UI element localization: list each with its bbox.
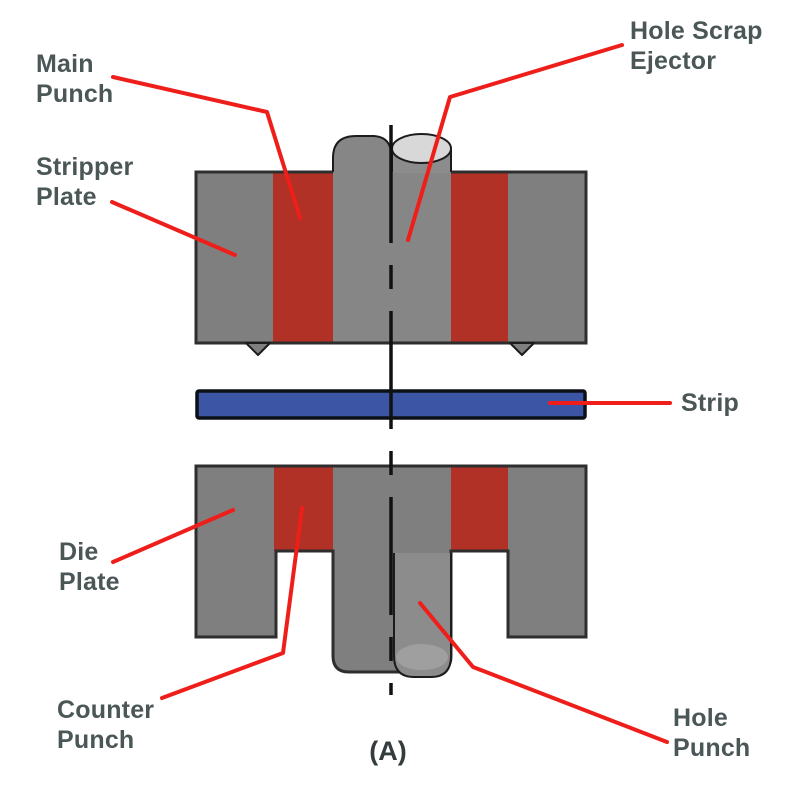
- main-punch-section-left: [273, 172, 333, 343]
- label-counter-punch: Counter Punch: [57, 696, 155, 754]
- leader-main-punch: [111, 75, 302, 220]
- stripper-notch-left: [245, 342, 271, 356]
- counter-punch-section-right: [451, 466, 508, 551]
- main-punch-body: [333, 136, 391, 172]
- stripper-notch-right: [509, 342, 535, 356]
- main-punch-section-right: [451, 172, 508, 343]
- ejector-cylinder-top-face: [391, 133, 452, 164]
- leader-die-plate: [111, 508, 235, 564]
- leader-stripper-plate: [110, 200, 237, 257]
- label-stripper-plate: Stripper Plate: [36, 153, 134, 211]
- label-main-punch: Main Punch: [36, 50, 114, 108]
- label-strip: Strip: [681, 389, 739, 417]
- leader-hole-punch: [418, 601, 669, 744]
- hole-punch-bottom-face: [396, 644, 448, 670]
- leader-hole-scrap-ejector: [406, 43, 624, 242]
- leader-counter-punch: [160, 506, 304, 700]
- label-hole-punch: Hole Punch: [673, 704, 751, 762]
- label-die-plate: Die Plate: [59, 538, 120, 596]
- figure-caption: (A): [369, 736, 407, 766]
- label-hole-scrap-ejector: Hole Scrap Ejector: [630, 17, 763, 75]
- hole-punch-cylinder-outline: [393, 553, 452, 678]
